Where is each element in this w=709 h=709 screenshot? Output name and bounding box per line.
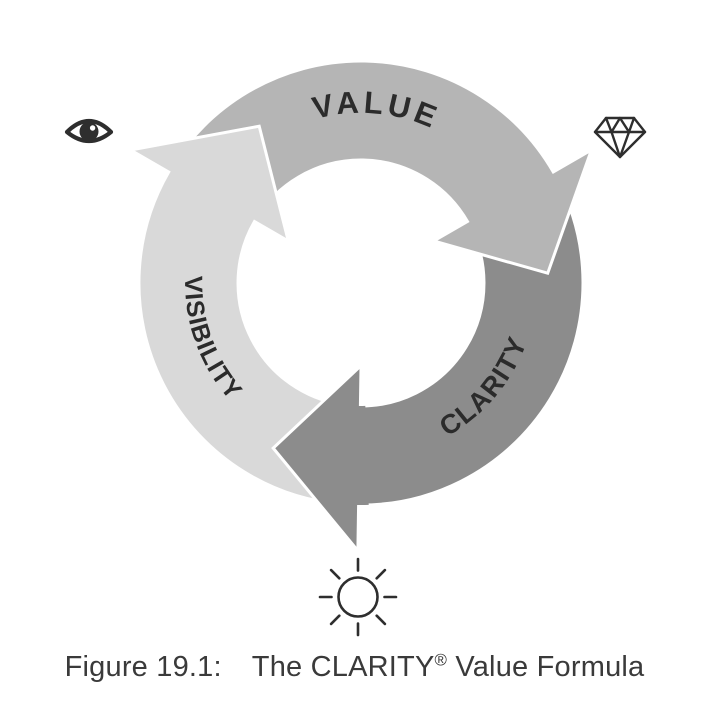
- value-arrow: [170, 59, 595, 276]
- eye-icon: [64, 118, 114, 144]
- sun-disc: [337, 576, 379, 618]
- diamond-outline: [593, 116, 647, 159]
- visibility-arrow: [126, 124, 352, 506]
- eye-pupil: [79, 122, 99, 141]
- sun-rays: [318, 557, 398, 637]
- caption-title-text: The CLARITY: [251, 651, 435, 683]
- caption-title-rest: Value Formula: [447, 651, 645, 683]
- caption-title: The CLARITY® Value Formula: [252, 651, 645, 683]
- diamond-pavilion-facets: [610, 130, 631, 159]
- diamond-icon: [593, 116, 647, 159]
- figure-caption: Figure 19.1: The CLARITY® Value Formula: [0, 651, 709, 684]
- diamond-crown-facets: [604, 116, 636, 134]
- sun-icon: [318, 557, 398, 637]
- registered-trademark-symbol: ®: [434, 650, 448, 670]
- caption-figure-number: Figure 19.1:: [64, 651, 222, 683]
- clarity-arrowhead: [273, 367, 369, 549]
- eye-highlight: [89, 125, 96, 131]
- eye-outline: [64, 118, 114, 144]
- clarity-arrowhead-outline: [271, 365, 361, 550]
